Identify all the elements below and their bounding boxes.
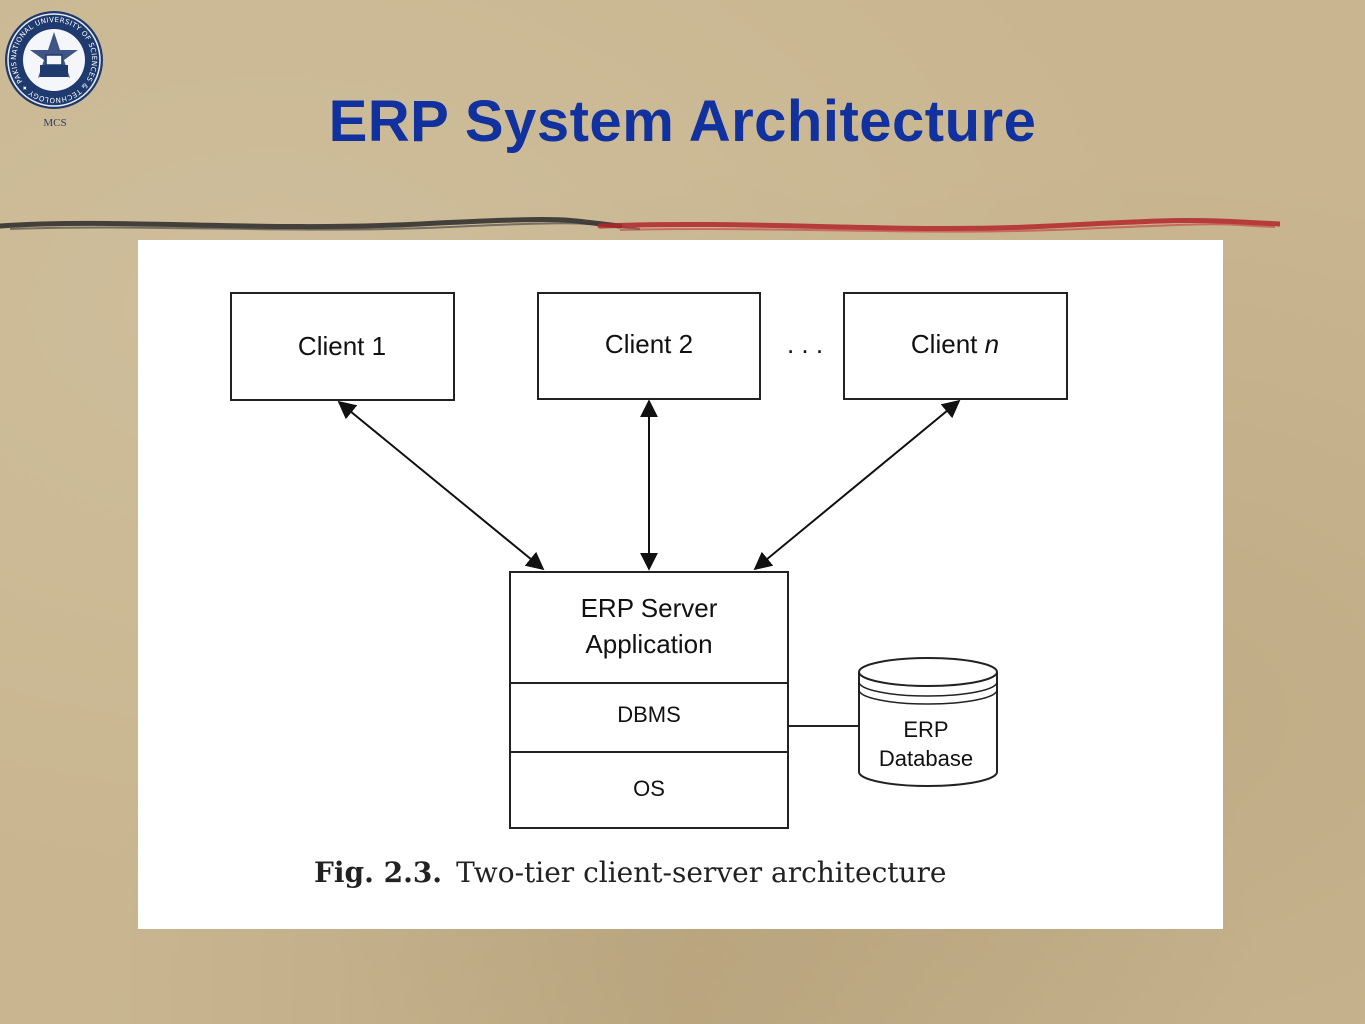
clients-ellipsis: . . . <box>787 329 823 359</box>
client-2-label: Client 2 <box>605 329 693 359</box>
erp-server-stack: ERP Server Application DBMS OS <box>509 571 789 829</box>
arrow-client1-server <box>337 400 545 571</box>
client-1-box: Client 1 <box>230 292 455 401</box>
figure-caption-text: Two-tier client-server architecture <box>456 856 947 889</box>
server-os-label: OS <box>633 776 665 801</box>
database-line1: ERP <box>903 717 948 742</box>
university-seal-icon: NATIONAL UNIVERSITY OF SCIENCES & TECHNO… <box>4 10 103 109</box>
server-dbms-label: DBMS <box>617 702 681 727</box>
architecture-diagram: Client 1 Client 2 Client n . . . ERP Ser… <box>230 292 1068 829</box>
server-app-line2: Application <box>585 629 712 659</box>
arrow-clientn-server <box>753 399 961 571</box>
server-app-line1: ERP Server <box>581 593 718 623</box>
erp-database-cylinder: ERP Database <box>858 657 998 787</box>
slide-title: ERP System Architecture <box>328 89 1037 154</box>
svg-text:Client n: Client n <box>911 329 999 359</box>
client-n-italic: n <box>985 329 999 359</box>
database-line2: Database <box>879 746 973 771</box>
client-2-box: Client 2 <box>537 292 761 400</box>
client-n-label: Client <box>911 329 985 359</box>
figure-caption: Fig. 2.3. Two-tier client-server architec… <box>314 856 947 889</box>
brush-divider <box>0 217 1280 233</box>
client-n-box: Client n <box>843 292 1068 400</box>
diagram-panel: Client 1 Client 2 Client n . . . ERP Ser… <box>138 240 1223 929</box>
logo-caption: MCS <box>43 117 67 129</box>
figure-number: Fig. 2.3. <box>314 856 443 889</box>
client-1-label: Client 1 <box>298 331 386 361</box>
